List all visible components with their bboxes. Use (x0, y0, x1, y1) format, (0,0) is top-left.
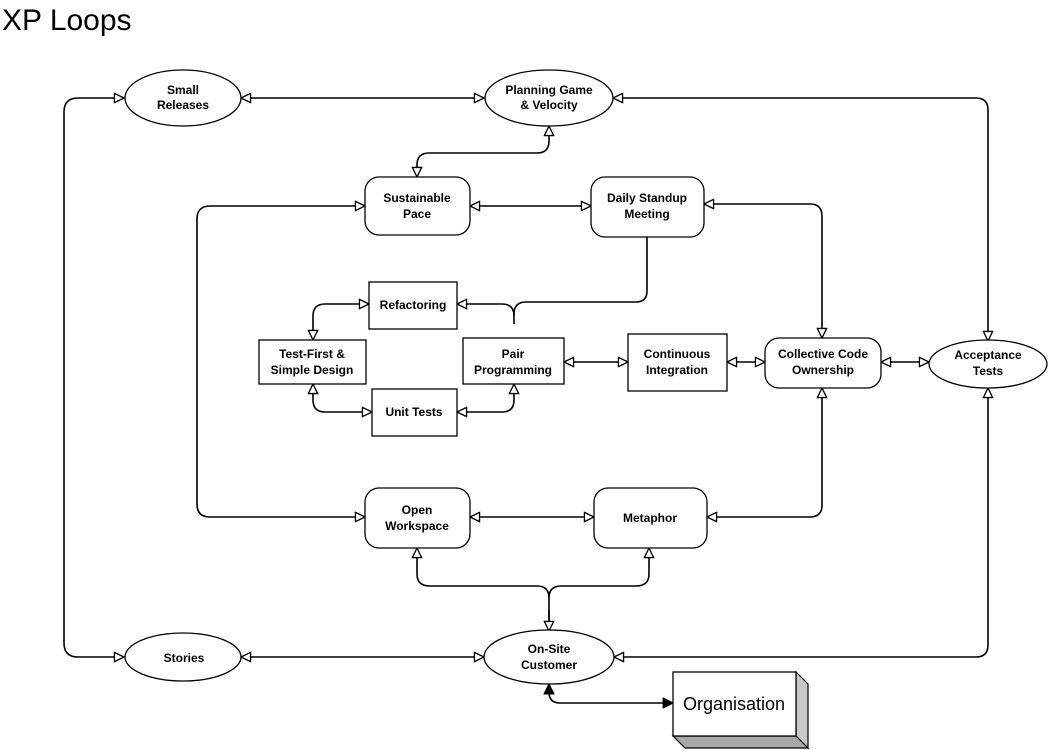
connector-daily-standup-collective-code (704, 204, 822, 338)
node-stories: Stories (124, 632, 242, 682)
connector-planning-game-acceptance-tests (613, 98, 988, 341)
connector-refactoring-test-first (313, 304, 369, 340)
connector-sustainable-pace-open-workspace (196, 206, 365, 517)
svg-text:Test-First &Simple Design: Test-First &Simple Design (271, 347, 354, 377)
connector-onsite-customer-open-workspace (417, 548, 550, 620)
svg-text:Refactoring: Refactoring (380, 298, 447, 312)
node-organisation: Organisation (671, 670, 810, 750)
organisation-box-side (795, 670, 809, 750)
connector-onsite-customer-acceptance-tests (614, 388, 988, 657)
svg-text:Organisation: Organisation (683, 694, 785, 714)
connectors (63, 98, 988, 703)
connector-test-first-unit-tests (313, 384, 372, 412)
connector-small-releases-stories (63, 98, 124, 657)
page-title: XP Loops (2, 4, 132, 37)
connector-daily-standup-pair-programming (513, 237, 648, 324)
connector-planning-game-sustainable-pace (417, 126, 549, 177)
svg-text:Metaphor: Metaphor (623, 511, 677, 525)
connector-refactoring-pair-programming (457, 304, 515, 317)
svg-text:Unit Tests: Unit Tests (385, 405, 442, 419)
node-refactoring: Refactoring (368, 281, 458, 330)
connector-onsite-customer-organisation (549, 684, 673, 703)
connector-onsite-customer-metaphor (548, 548, 649, 599)
node-metaphor: Metaphor (593, 487, 708, 549)
svg-text:Stories: Stories (164, 651, 205, 665)
node-planning-game: Planning Game& Velocity (484, 69, 614, 127)
node-test-first: Test-First &Simple Design (258, 339, 367, 385)
svg-text:Planning Game& Velocity: Planning Game& Velocity (505, 83, 593, 112)
node-unit-tests: Unit Tests (371, 388, 458, 437)
connector-unit-tests-pair-programming (457, 384, 514, 412)
organisation-box-bottom (671, 735, 810, 749)
connector-collective-code-metaphor (707, 388, 822, 517)
